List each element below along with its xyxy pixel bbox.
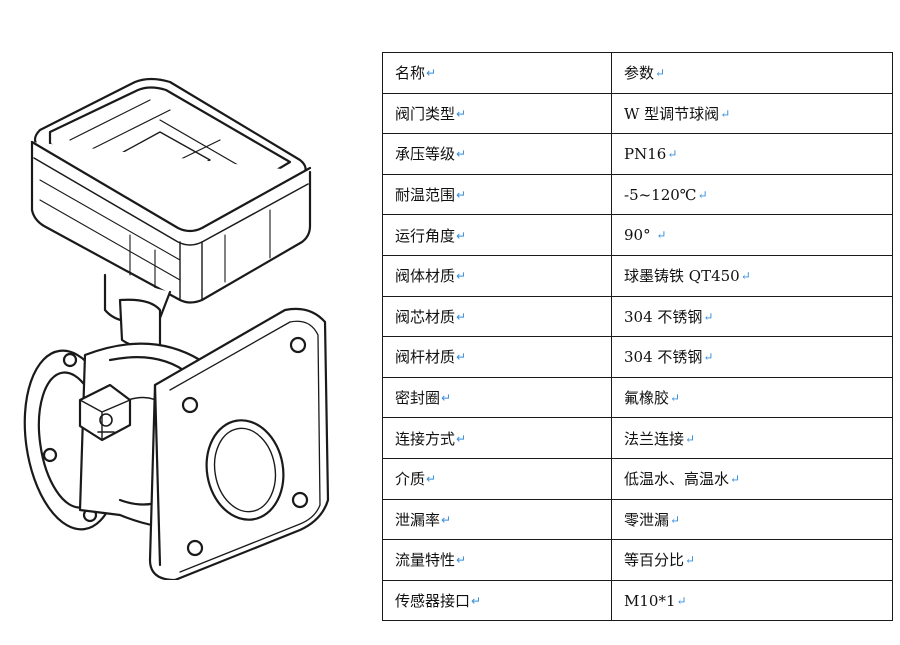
param-name: 承压等级: [395, 145, 456, 164]
return-mark-icon: ↵: [426, 66, 437, 81]
param-value-cell: PN16↵: [611, 133, 893, 175]
param-name-cell: 泄漏率↵: [382, 498, 612, 541]
param-name: 阀芯材质: [395, 307, 456, 326]
return-mark-icon: ↵: [703, 309, 714, 324]
return-mark-icon: ↵: [656, 228, 667, 243]
param-name-cell: 介质↵: [382, 457, 612, 500]
table-row: 阀芯材质↵304 不锈钢↵: [382, 295, 893, 338]
table-row: 耐温范围↵-5~120℃↵: [382, 173, 893, 216]
param-value-cell: 法兰连接↵: [611, 417, 893, 459]
table-row: 流量特性↵等百分比↵: [382, 539, 893, 581]
return-mark-icon: ↵: [685, 431, 696, 446]
table-row: 连接方式↵法兰连接↵: [382, 417, 893, 459]
param-value: W 型调节球阀: [624, 104, 720, 123]
param-value-cell: -5~120℃↵: [611, 173, 893, 216]
return-mark-icon: ↵: [670, 391, 681, 406]
return-mark-icon: ↵: [456, 228, 467, 243]
param-value: 等百分比: [624, 551, 685, 570]
return-mark-icon: ↵: [655, 66, 666, 81]
param-name-cell: 阀杆材质↵: [382, 336, 612, 378]
return-mark-icon: ↵: [685, 553, 696, 568]
spec-table: 名称↵ 参数↵ 阀门类型↵W 型调节球阀↵承压等级↵PN16↵耐温范围↵-5~1…: [382, 52, 893, 622]
return-mark-icon: ↵: [456, 350, 467, 365]
return-mark-icon: ↵: [426, 472, 437, 487]
return-mark-icon: ↵: [456, 269, 467, 284]
table-row: 阀杆材质↵304 不锈钢↵: [382, 336, 893, 378]
return-mark-icon: ↵: [456, 309, 467, 324]
param-name-cell: 阀芯材质↵: [382, 295, 612, 338]
param-value-cell: 氟橡胶↵: [611, 376, 893, 419]
param-name: 连接方式: [395, 429, 456, 448]
table-row: 泄漏率↵零泄漏↵: [382, 498, 893, 541]
return-mark-icon: ↵: [441, 512, 452, 527]
return-mark-icon: ↵: [697, 187, 708, 202]
param-name-cell: 承压等级↵: [382, 133, 612, 175]
param-value: 氟橡胶: [624, 389, 670, 408]
param-name-cell: 密封圈↵: [382, 376, 612, 419]
param-value-cell: 304 不锈钢↵: [611, 336, 893, 378]
param-name-cell: 运行角度↵: [382, 214, 612, 256]
table-row: 传感器接口↵M10*1↵: [382, 579, 893, 622]
param-value: 球墨铸铁 QT450: [624, 267, 740, 286]
return-mark-icon: ↵: [670, 512, 681, 527]
param-value-cell: 低温水、高温水↵: [611, 457, 893, 500]
param-name: 耐温范围: [395, 186, 456, 205]
table-row: 承压等级↵PN16↵: [382, 133, 893, 175]
param-name: 运行角度: [395, 226, 456, 245]
param-name: 传感器接口: [395, 592, 471, 611]
param-value: -5~120℃: [624, 185, 697, 204]
return-mark-icon: ↵: [456, 553, 467, 568]
param-name: 阀体材质: [395, 267, 456, 286]
param-name-cell: 连接方式↵: [382, 417, 612, 459]
return-mark-icon: ↵: [720, 106, 731, 121]
param-value-cell: W 型调节球阀↵: [611, 92, 893, 135]
table-row: 运行角度↵90° ↵: [382, 214, 893, 256]
param-name: 流量特性: [395, 551, 456, 570]
param-name: 泄漏率: [395, 510, 441, 529]
param-name-cell: 阀体材质↵: [382, 254, 612, 297]
return-mark-icon: ↵: [471, 594, 482, 609]
param-name: 密封圈: [395, 389, 441, 408]
return-mark-icon: ↵: [676, 593, 687, 608]
param-value: 304 不锈钢: [624, 307, 703, 326]
header-value-cell: 参数↵: [611, 52, 893, 94]
return-mark-icon: ↵: [441, 391, 452, 406]
param-value: 90°: [624, 226, 656, 245]
return-mark-icon: ↵: [730, 472, 741, 487]
param-name: 介质: [395, 470, 426, 489]
param-value: 法兰连接: [624, 429, 685, 448]
valve-line-art-icon: [23, 77, 330, 582]
param-name: 阀杆材质: [395, 348, 456, 367]
param-value-cell: 等百分比↵: [611, 539, 893, 581]
param-value-cell: 304 不锈钢↵: [611, 295, 893, 338]
return-mark-icon: ↵: [456, 188, 467, 203]
return-mark-icon: ↵: [456, 147, 467, 162]
valve-drawing: [10, 60, 360, 582]
table-row: 介质↵低温水、高温水↵: [382, 457, 893, 500]
return-mark-icon: ↵: [740, 269, 751, 284]
return-mark-icon: ↵: [703, 350, 714, 365]
table-header-row: 名称↵ 参数↵: [382, 52, 893, 94]
param-value-cell: M10*1↵: [611, 579, 893, 622]
return-mark-icon: ↵: [456, 431, 467, 446]
header-name-cell: 名称↵: [382, 52, 612, 94]
param-name: 阀门类型: [395, 104, 456, 123]
param-value-cell: 零泄漏↵: [611, 498, 893, 541]
param-name-cell: 阀门类型↵: [382, 92, 612, 135]
param-name-cell: 传感器接口↵: [382, 579, 612, 622]
table-row: 阀门类型↵W 型调节球阀↵: [382, 92, 893, 135]
return-mark-icon: ↵: [456, 106, 467, 121]
param-value: 零泄漏: [624, 510, 670, 529]
table-row: 密封圈↵氟橡胶↵: [382, 376, 893, 419]
param-name-cell: 耐温范围↵: [382, 173, 612, 216]
param-name-cell: 流量特性↵: [382, 539, 612, 581]
return-mark-icon: ↵: [667, 146, 678, 161]
param-value: PN16: [624, 144, 667, 163]
param-value: 低温水、高温水: [624, 470, 730, 489]
param-value: 304 不锈钢: [624, 348, 703, 367]
param-value: M10*1: [624, 591, 676, 610]
table-row: 阀体材质↵球墨铸铁 QT450↵: [382, 254, 893, 297]
param-value-cell: 球墨铸铁 QT450↵: [611, 254, 893, 297]
param-value-cell: 90° ↵: [611, 214, 893, 256]
